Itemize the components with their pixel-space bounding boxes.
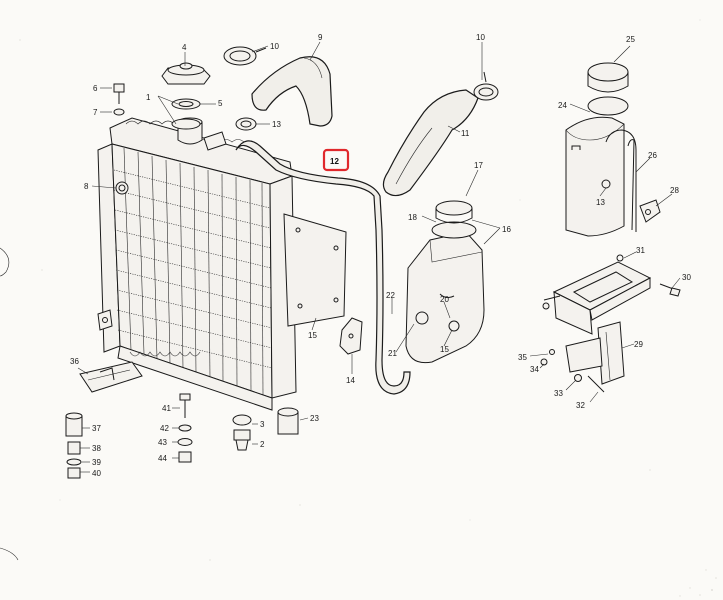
callout-36: 36 (70, 357, 79, 366)
callout-18: 18 (408, 213, 417, 222)
callout-40: 40 (92, 469, 101, 478)
callout-7: 7 (93, 108, 98, 117)
callout-44: 44 (158, 454, 167, 463)
callout-15-right: 15 (440, 345, 449, 354)
callout-5: 5 (218, 99, 223, 108)
callout-35: 35 (518, 353, 527, 362)
highlight-box-12 (322, 148, 350, 172)
callout-3: 3 (260, 420, 265, 429)
callout-39: 39 (92, 458, 101, 467)
bolt-and-washer (113, 83, 125, 116)
callout-14: 14 (346, 376, 355, 385)
callout-21: 21 (388, 349, 397, 358)
hose-clip-small (235, 117, 257, 131)
expansion-tank (405, 200, 485, 364)
callout-25: 25 (626, 35, 635, 44)
callout-8: 8 (84, 182, 89, 191)
drain-plug (232, 414, 252, 451)
mount-36 (79, 361, 143, 393)
callout-1: 1 (146, 93, 151, 102)
hose-11 (382, 71, 499, 197)
reservoir (565, 62, 637, 237)
callout-34: 34 (530, 365, 539, 374)
callout-16: 16 (502, 225, 511, 234)
sleeve-23 (277, 407, 299, 435)
top-hose (223, 46, 333, 127)
callout-13-left: 13 (272, 120, 281, 129)
callout-33: 33 (554, 389, 563, 398)
callout-24: 24 (558, 101, 567, 110)
callout-28: 28 (670, 186, 679, 195)
radiator-cap (161, 62, 211, 130)
cowl-plate (283, 213, 347, 327)
corner-shading (679, 569, 717, 597)
callout-43: 43 (158, 438, 167, 447)
callout-12: 12 (330, 157, 339, 166)
callout-26: 26 (648, 151, 657, 160)
callout-37: 37 (92, 424, 101, 433)
callout-15-left: 15 (308, 331, 317, 340)
callout-30: 30 (682, 273, 691, 282)
callout-11: 11 (461, 129, 470, 138)
leader-lines (77, 41, 681, 473)
callout-29: 29 (634, 340, 643, 349)
callout-17: 17 (474, 161, 483, 170)
callout-42: 42 (160, 424, 169, 433)
callout-labels: 1 2 3 4 5 6 7 8 9 10 10 11 12 13 13 14 1… (70, 33, 691, 478)
callout-13-right: 13 (596, 198, 605, 207)
callout-10-left: 10 (270, 42, 279, 51)
hose-bracket (339, 317, 363, 355)
clip-28 (639, 199, 661, 223)
callout-32: 32 (576, 401, 585, 410)
callout-4: 4 (182, 43, 187, 52)
callout-20: 20 (440, 295, 449, 304)
callout-22: 22 (386, 291, 395, 300)
paper-texture (19, 19, 701, 561)
overflow-hose (235, 140, 411, 395)
reservoir-bracket (540, 254, 681, 393)
callout-6: 6 (93, 84, 98, 93)
callout-38: 38 (92, 444, 101, 453)
callout-2: 2 (260, 440, 265, 449)
callout-31: 31 (636, 246, 645, 255)
edge-mark-bottom-left (0, 547, 19, 561)
callout-10-right: 10 (476, 33, 485, 42)
callout-23: 23 (310, 414, 319, 423)
callout-9: 9 (318, 33, 323, 42)
edge-mark-left (0, 247, 10, 277)
fastener-stack-center (177, 393, 193, 463)
fastener-stack-left (65, 412, 83, 479)
callout-41: 41 (162, 404, 171, 413)
